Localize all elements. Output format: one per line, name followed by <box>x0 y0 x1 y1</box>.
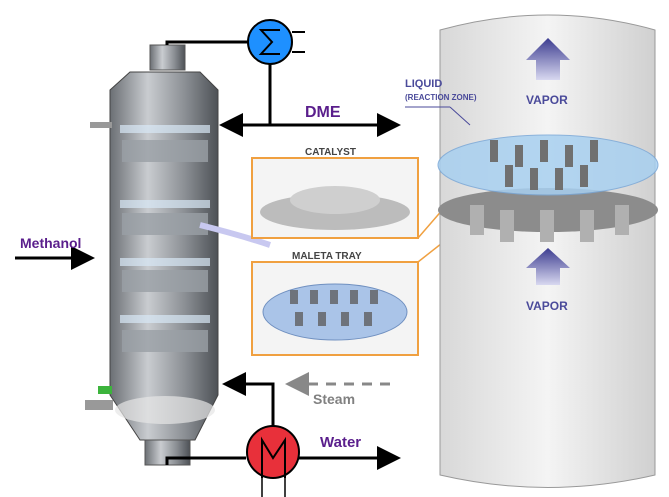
vapor-up-arrow-bottom <box>526 248 570 285</box>
liquid-label: LIQUID <box>405 78 442 90</box>
boilup-arrow <box>222 372 275 426</box>
callout-arrow <box>199 222 271 248</box>
vapor-label-bottom: VAPOR <box>526 299 568 313</box>
distillation-column <box>85 44 219 466</box>
water-label: Water <box>320 434 361 451</box>
catalyst-label: CATALYST <box>305 147 356 158</box>
vapor-label-top: VAPOR <box>526 93 568 107</box>
tray-detail-view <box>405 14 659 488</box>
vapor-up-arrow-top <box>526 38 570 80</box>
heat-exchanger-condenser-icon <box>247 19 293 65</box>
methanol-label: Methanol <box>20 235 81 251</box>
heat-exchanger-reboiler-icon <box>246 425 300 479</box>
dme-label: DME <box>305 104 341 121</box>
maleta-tray-label: MALETA TRAY <box>292 251 362 262</box>
reaction-zone-label: (REACTION ZONE) <box>405 93 477 102</box>
steam-label: Steam <box>313 391 355 407</box>
